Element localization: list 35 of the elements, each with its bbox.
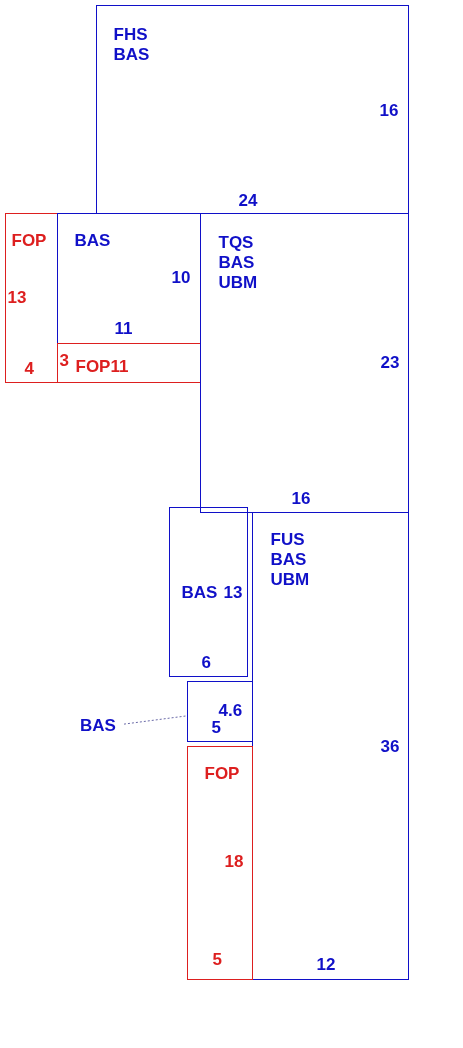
leader-line: [123, 715, 188, 725]
dimension-label: 5: [211, 717, 221, 738]
dimension-label: 3: [59, 350, 69, 371]
dimension-label: 13: [7, 287, 27, 308]
dimension-label: 5: [212, 949, 222, 970]
dimension-label: 6: [201, 652, 211, 673]
dimension-label: 36: [380, 736, 400, 757]
room-label: FHS BAS: [113, 24, 150, 65]
dimension-label: 4.6: [218, 700, 243, 721]
room-label: FOP11: [75, 356, 129, 377]
dimension-label: 11: [114, 318, 133, 339]
room-label: FOP: [11, 230, 47, 251]
dimension-label: 13: [223, 582, 243, 603]
dimension-label: 24: [238, 190, 258, 211]
room-outline: [200, 213, 409, 513]
room-outline: [96, 5, 409, 214]
room-label: TQS BAS UBM: [218, 232, 258, 293]
dimension-label: 10: [171, 267, 191, 288]
room-label: BAS: [181, 582, 218, 603]
dimension-label: 16: [379, 100, 399, 121]
room-outline: [252, 512, 409, 980]
room-label: FOP: [204, 763, 240, 784]
room-outline: [187, 746, 253, 980]
room-outline: [57, 343, 201, 383]
room-label: FUS BAS UBM: [270, 529, 310, 590]
room-label: BAS: [80, 716, 116, 736]
room-outline: [169, 507, 248, 677]
dimension-label: 4: [24, 358, 34, 379]
dimension-label: 23: [380, 352, 400, 373]
dimension-label: 16: [291, 488, 311, 509]
dimension-label: 12: [316, 954, 336, 975]
room-outline: [187, 681, 253, 742]
dimension-label: 18: [224, 851, 244, 872]
room-outline: [5, 213, 58, 383]
room-label: BAS: [74, 230, 111, 251]
